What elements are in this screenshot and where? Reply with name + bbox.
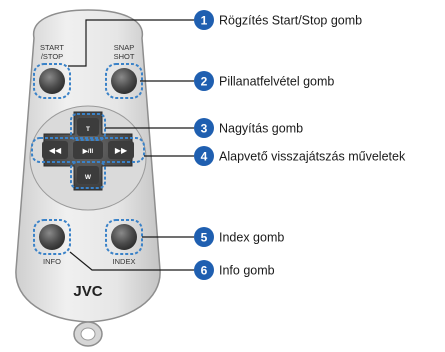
- jvc-logo: JVC: [73, 283, 102, 300]
- callout-3: 3 Nagyítás gomb: [194, 118, 303, 138]
- info-label: INFO: [43, 257, 61, 266]
- play-pause-button[interactable]: ▶/II: [73, 141, 103, 159]
- play-pause-icon: ▶/II: [82, 148, 94, 155]
- callout-6-number: 6: [201, 264, 208, 278]
- callout-6-label: Info gomb: [219, 264, 275, 278]
- zoom-wide-button[interactable]: W: [77, 166, 99, 184]
- forward-icon: ▶▶: [115, 146, 128, 155]
- callout-1-number: 1: [201, 14, 208, 28]
- start-stop-label-line2: /STOP: [41, 52, 63, 61]
- callout-4-label: Alapvető visszajátszás műveletek: [219, 150, 406, 164]
- start-stop-button[interactable]: [39, 68, 65, 94]
- callout-5-number: 5: [201, 231, 208, 245]
- zoom-tele-label: T: [86, 126, 90, 133]
- callout-2: 2 Pillanatfelvétel gomb: [194, 71, 334, 91]
- rewind-button[interactable]: ◀◀: [42, 141, 68, 159]
- callout-2-number: 2: [201, 75, 208, 89]
- snapshot-label-line1: SNAP: [114, 43, 134, 52]
- callout-6: 6 Info gomb: [194, 260, 275, 280]
- callout-5: 5 Index gomb: [194, 227, 284, 247]
- callout-2-label: Pillanatfelvétel gomb: [219, 75, 334, 89]
- callout-1-label: Rögzítés Start/Stop gomb: [219, 14, 362, 28]
- index-label: INDEX: [113, 257, 136, 266]
- snapshot-button[interactable]: [111, 68, 137, 94]
- callout-4-number: 4: [201, 150, 208, 164]
- index-button[interactable]: [111, 224, 137, 250]
- snapshot-label-line2: SHOT: [114, 52, 135, 61]
- rewind-icon: ◀◀: [49, 146, 62, 155]
- callout-3-number: 3: [201, 122, 208, 136]
- info-button[interactable]: [39, 224, 65, 250]
- zoom-tele-button[interactable]: T: [77, 118, 99, 136]
- callout-5-label: Index gomb: [219, 231, 284, 245]
- callout-3-label: Nagyítás gomb: [219, 122, 303, 136]
- callout-1: 1 Rögzítés Start/Stop gomb: [194, 10, 362, 30]
- callout-4: 4 Alapvető visszajátszás műveletek: [194, 146, 406, 166]
- zoom-wide-label: W: [85, 174, 92, 181]
- forward-button[interactable]: ▶▶: [108, 141, 134, 159]
- start-stop-label-line1: START: [40, 43, 64, 52]
